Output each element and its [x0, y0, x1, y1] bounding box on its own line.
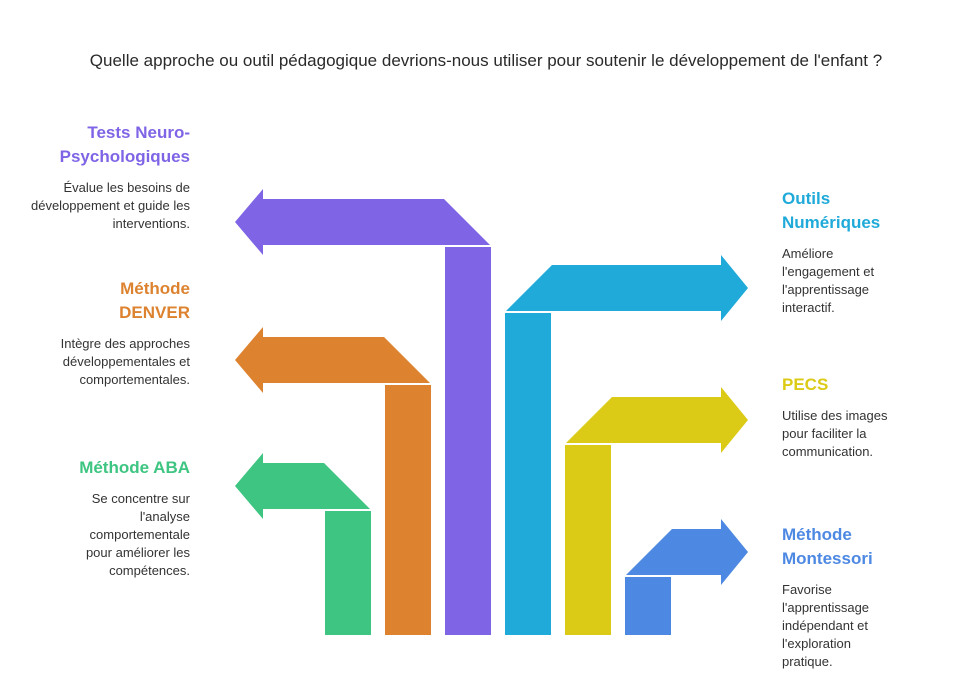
item-description: Intègre des approches développementales …	[60, 336, 190, 387]
item-title: Tests Neuro-Psychologiques	[59, 123, 190, 166]
arrow-montessori	[625, 519, 748, 635]
question-title: Quelle approche ou outil pédagogique dev…	[89, 51, 883, 70]
item-title: Méthode ABA	[79, 458, 190, 477]
item-denver: Méthode DENVER Intègre des approches dév…	[60, 277, 190, 389]
item-description: Évalue les besoins de développement et g…	[30, 180, 190, 231]
item-title: PECS	[782, 375, 829, 394]
item-title: Outils Numériques	[782, 189, 881, 232]
arrow-denver	[235, 327, 431, 635]
item-aba: Méthode ABA Se concentre sur l'analyse c…	[30, 456, 190, 580]
item-title: Méthode DENVER	[119, 279, 190, 322]
item-description: Se concentre sur l'analyse comportementa…	[85, 491, 190, 578]
item-pecs: PECS Utilise des images pour faciliter l…	[782, 373, 912, 461]
item-montessori: Méthode Montessori Favorise l'apprentiss…	[782, 523, 897, 671]
arrow-aba	[235, 453, 371, 635]
item-description: Utilise des images pour faciliter la com…	[782, 408, 888, 459]
item-outils-numeriques: Outils Numériques Améliore l'engagement …	[782, 187, 902, 317]
arrow-tests-neuro	[235, 189, 491, 635]
item-description: Favorise l'apprentissage indépendant et …	[782, 582, 870, 669]
item-tests-neuro: Tests Neuro-Psychologiques Évalue les be…	[30, 121, 190, 233]
arrow-outils-numeriques	[505, 255, 748, 635]
arrow-pecs	[565, 387, 748, 635]
item-description: Améliore l'engagement et l'apprentissage…	[782, 246, 875, 315]
item-title: Méthode Montessori	[782, 525, 873, 568]
